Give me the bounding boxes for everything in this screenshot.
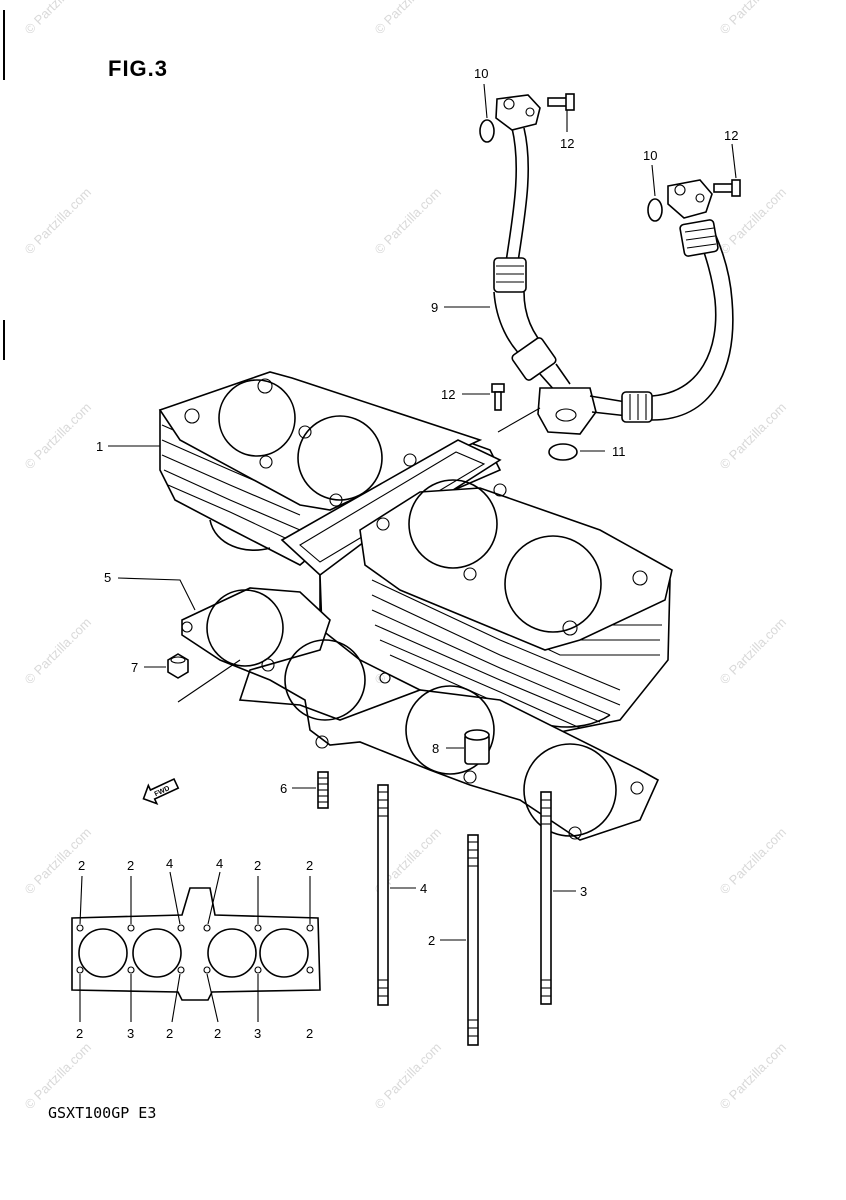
bolt-pattern-inset: 2 2 4 4 2 2 2 3 2 2 3 2 [71,856,321,1041]
bolt-label-top: 2 [306,858,313,873]
bolt-12-mid [491,383,505,411]
o-ring-right [647,198,663,222]
stud-4 [377,784,389,1006]
nut-7 [167,653,189,679]
callout-9: 9 [431,300,438,315]
bolt-12-top [547,93,575,111]
bolt-label-bottom: 2 [214,1026,221,1041]
watermark: © Partzilla.com [717,615,790,688]
callout-10-left: 10 [474,66,488,81]
callout-labels: 1 5 7 8 6 9 10 10 12 12 12 11 4 2 3 [96,66,738,948]
bolt-label-bottom: 3 [127,1026,134,1041]
callout-6: 6 [280,781,287,796]
model-code: GSXT100GP E3 [48,1104,157,1122]
stud-2 [467,834,479,1046]
scan-edge-mark [3,320,5,360]
bolt-label-bottom: 2 [76,1026,83,1041]
callout-12-right: 12 [724,128,738,143]
callout-5: 5 [104,570,111,585]
watermark: © Partzilla.com [717,0,790,37]
watermark: © Partzilla.com [717,1040,790,1113]
callout-4: 4 [420,881,427,896]
watermark: © Partzilla.com [22,615,95,688]
watermark: © Partzilla.com [717,400,790,473]
scan-edge-mark [3,10,5,80]
callout-12-mid: 12 [441,387,455,402]
bolt-label-top: 2 [254,858,261,873]
callout-7: 7 [131,660,138,675]
watermark: © Partzilla.com [22,400,95,473]
bolt-label-bottom: 2 [306,1026,313,1041]
oil-hose-right [589,179,734,423]
watermark: © Partzilla.com [372,1040,445,1113]
cylinder-block [158,371,673,741]
oil-hose-assembly [479,93,741,461]
oil-hose-left [493,94,571,393]
callout-3: 3 [580,884,587,899]
watermark: © Partzilla.com [22,185,95,258]
figure-title: FIG.3 [108,56,169,81]
bolt-label-bottom: 3 [254,1026,261,1041]
callout-1: 1 [96,439,103,454]
bolt-label-top: 4 [166,856,173,871]
watermark: © Partzilla.com [372,185,445,258]
callout-8: 8 [432,741,439,756]
watermark: © Partzilla.com [717,825,790,898]
callout-2: 2 [428,933,435,948]
leader-lines [108,83,737,941]
stud-6 [317,771,329,809]
watermark: © Partzilla.com [717,185,790,258]
callout-10-right: 10 [643,148,657,163]
bolt-label-top: 4 [216,856,223,871]
o-ring-11 [548,443,578,461]
dowel-pin-8 [464,729,490,765]
watermark: © Partzilla.com [22,1040,95,1113]
bolt-label-top: 2 [78,858,85,873]
bolt-label-bottom: 2 [166,1026,173,1041]
callout-11: 11 [612,444,626,459]
watermark: © Partzilla.com [372,0,445,37]
bolt-12-right [713,179,741,197]
hose-t-joint [537,387,597,435]
o-ring-left [479,119,495,143]
stud-3 [540,791,552,1005]
cylinder-base-gasket [181,587,660,841]
watermark: © Partzilla.com [22,0,95,37]
callout-12-top: 12 [560,136,574,151]
bolt-label-top: 2 [127,858,134,873]
front-direction-arrow: FWD [142,777,180,806]
